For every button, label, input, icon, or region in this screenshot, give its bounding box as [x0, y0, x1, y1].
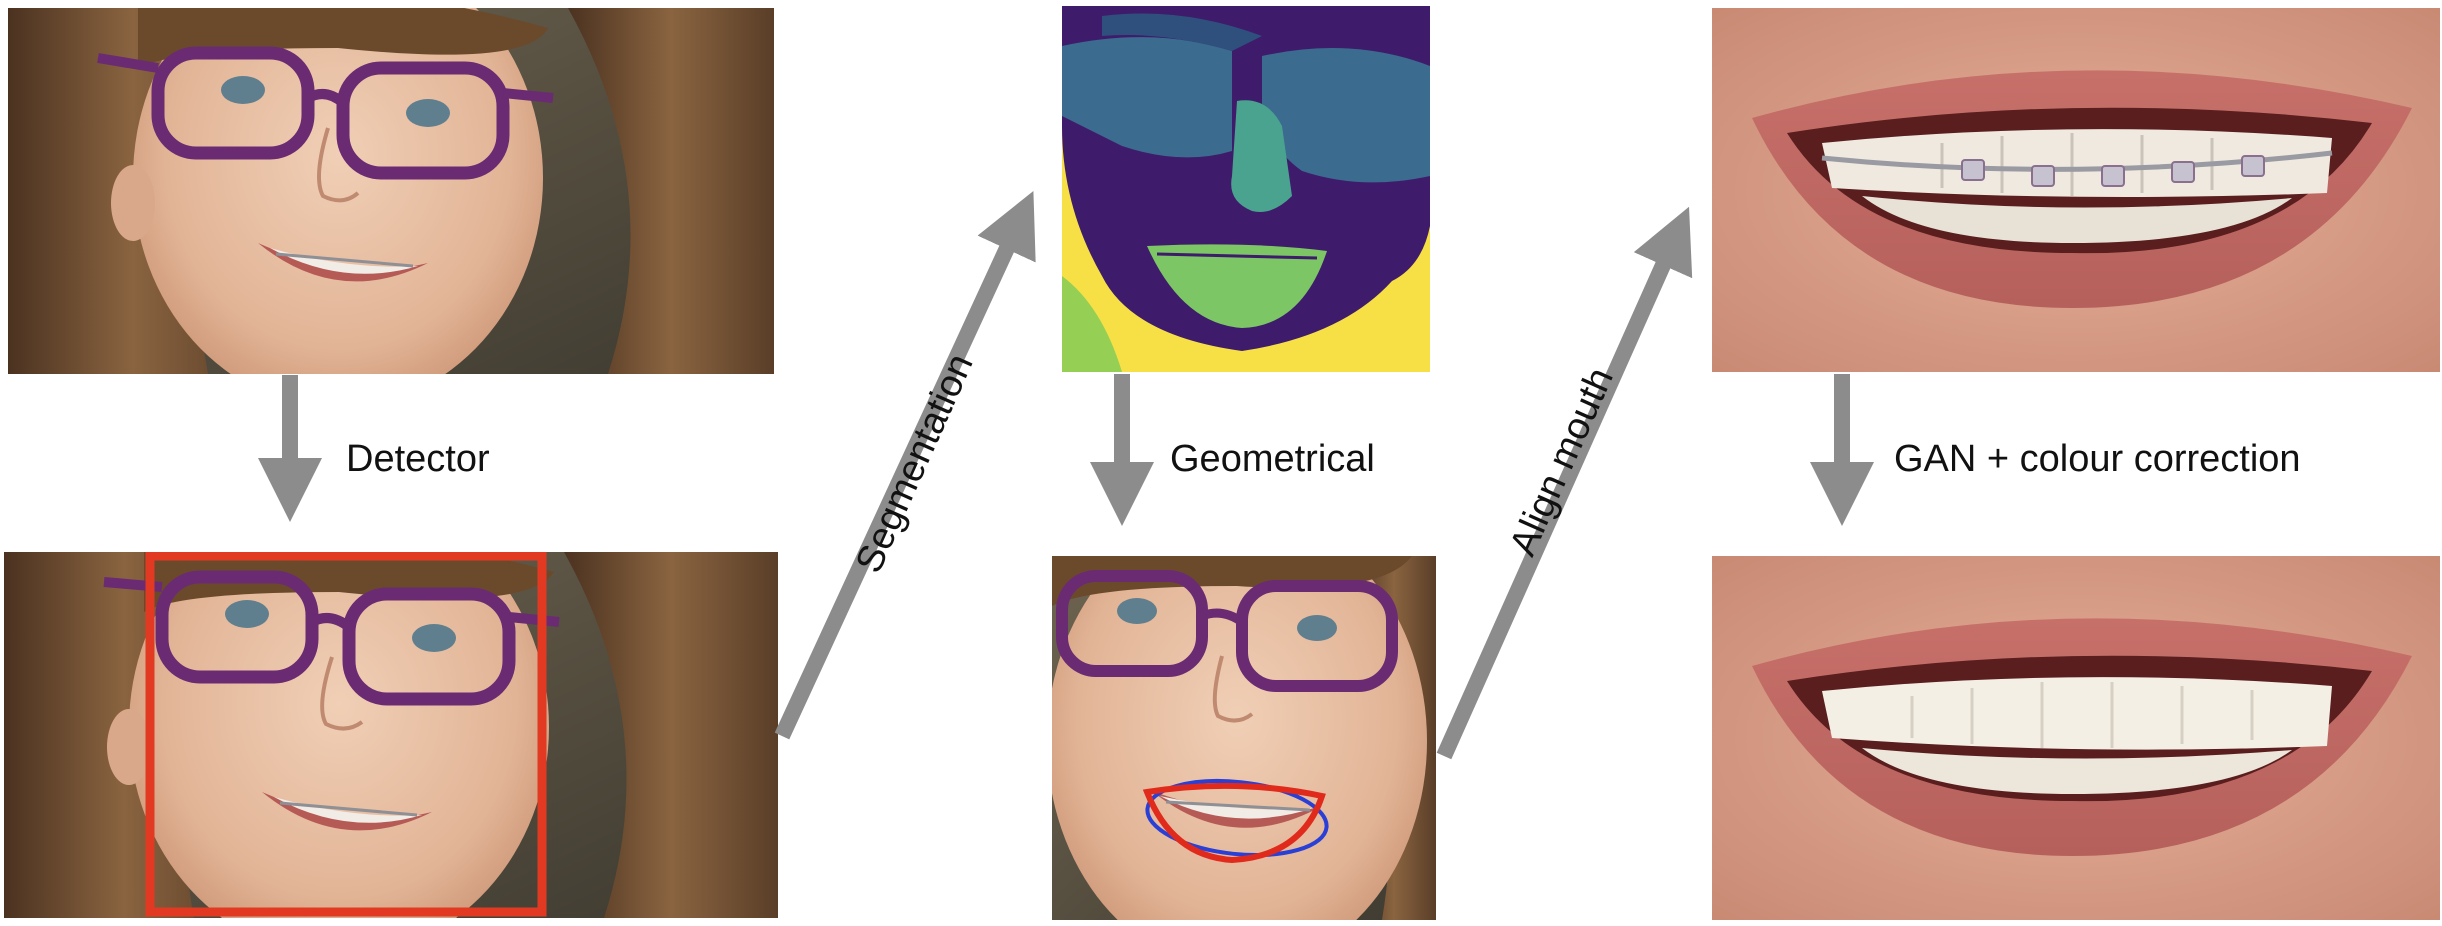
face-detection-crop-photo	[4, 552, 778, 918]
gan-label: GAN + colour correction	[1894, 438, 2301, 480]
detection-box	[145, 552, 547, 917]
geometrical-label: Geometrical	[1170, 438, 1375, 480]
input-face-photo	[8, 8, 774, 374]
face-segmentation-map	[1062, 6, 1430, 372]
mouth-ellipse-fit-photo	[1052, 556, 1436, 920]
detected-face-photo	[4, 552, 778, 918]
segmentation-map	[1062, 6, 1430, 372]
aligned-mouth-photo	[1712, 8, 2440, 372]
arrow-align-mouth	[1436, 206, 1693, 760]
mouth-outline-outer	[1142, 782, 1326, 864]
output-mouth-photo	[1712, 556, 2440, 920]
girl-with-glasses-and-braces-photo	[8, 8, 774, 374]
geometry-photo	[1052, 556, 1436, 920]
corrected-teeth-photo	[1712, 556, 2440, 920]
mouth-outline-inner	[1145, 778, 1329, 858]
arrow-segmentation	[774, 190, 1036, 740]
aligned-mouth-braces-photo	[1712, 8, 2440, 372]
detector-label: Detector	[346, 438, 490, 480]
